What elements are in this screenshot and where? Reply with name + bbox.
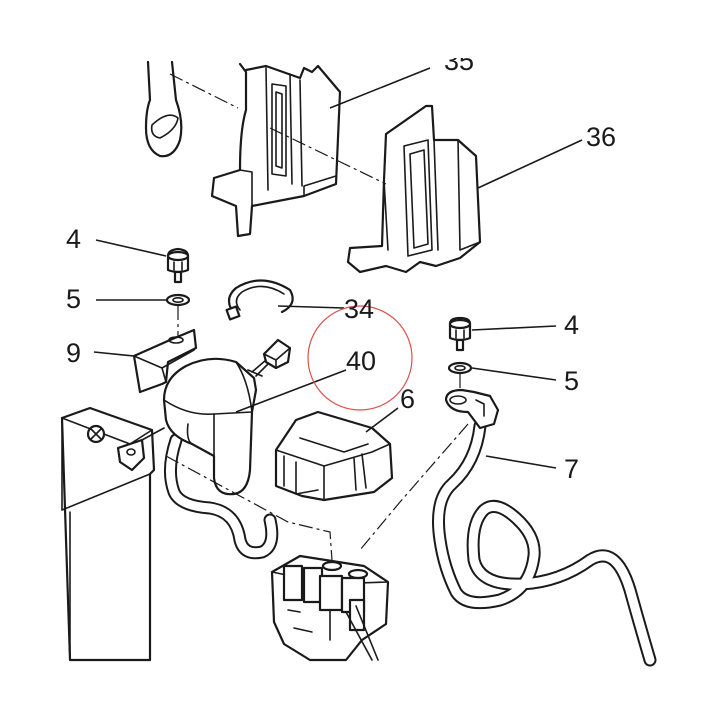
callout-34: 34	[344, 294, 374, 324]
leader-4-right	[471, 325, 557, 331]
callout-4-left: 4	[66, 224, 81, 254]
leader-40	[235, 369, 347, 413]
leader-36	[477, 139, 583, 189]
leader-9	[93, 351, 135, 357]
part-36-bracket	[346, 104, 482, 274]
leader-7	[485, 455, 557, 469]
callout-5-left: 5	[66, 284, 81, 314]
part-34-retaining-ring	[225, 279, 294, 321]
part-5-washer-right	[447, 361, 473, 375]
part-9-terminal-bracket	[132, 328, 198, 394]
battery	[60, 406, 165, 662]
cable-tie-strap	[144, 60, 183, 158]
leader-35	[329, 67, 431, 109]
callout-36: 36	[586, 122, 616, 152]
terminal-bolt	[247, 338, 292, 377]
part-35-bracket	[210, 62, 342, 238]
leader-34	[277, 305, 345, 309]
callout-5-right: 5	[564, 366, 579, 396]
callout-7: 7	[564, 454, 579, 484]
callout-9: 9	[66, 338, 81, 368]
leader-6	[365, 407, 399, 433]
part-4-screw-right	[448, 316, 472, 352]
part-40-terminal-cover-cable	[162, 357, 279, 560]
part-7-cable	[432, 388, 657, 667]
leader-4-left	[95, 239, 167, 257]
starter-relay	[270, 554, 390, 662]
callout-4-right: 4	[564, 310, 579, 340]
part-6-cover	[274, 410, 394, 502]
leader-5-right	[471, 367, 557, 381]
callout-6: 6	[400, 384, 415, 414]
part-4-screw-left	[166, 247, 190, 284]
callout-40: 40	[346, 346, 376, 376]
highlight-circle	[307, 305, 413, 411]
part-5-washer-left	[165, 293, 191, 307]
